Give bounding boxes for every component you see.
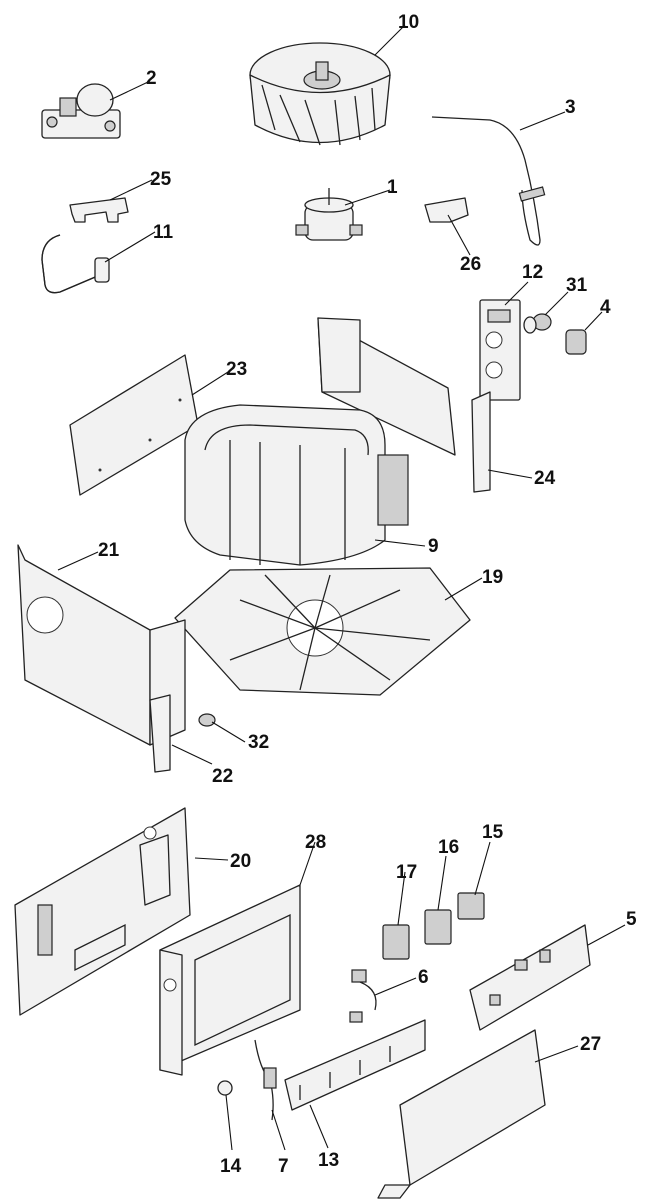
- leg-bracket-part-22: [149, 694, 171, 773]
- part-number-label: 11: [153, 222, 174, 243]
- part-number-label: 9: [428, 536, 439, 557]
- part-number-label: 27: [580, 1034, 601, 1055]
- terminal-strip-part-13: [284, 1019, 426, 1111]
- part-number-label: 6: [418, 967, 429, 988]
- side-panel-part-23: [69, 354, 199, 496]
- electrical-box-part: [479, 299, 521, 401]
- sensor-cable-part: [431, 116, 546, 246]
- part-number-label: 26: [460, 254, 481, 275]
- leader-lines: [57, 24, 626, 1151]
- part-number-label: 28: [305, 832, 326, 853]
- heat-exchanger-part: [184, 404, 409, 566]
- part-number-label: 25: [150, 169, 172, 190]
- fan-motor-part: [295, 188, 363, 241]
- wiring-harness-part-6: [349, 969, 377, 1023]
- relay-part-16: [424, 909, 452, 945]
- part-number-label: 15: [482, 822, 504, 843]
- part-number-label: 24: [534, 468, 556, 489]
- part-number-label: 19: [482, 567, 503, 588]
- clip-part-26: [424, 197, 469, 223]
- left-side-panel-part: [17, 544, 186, 746]
- fan-wheel-part: [249, 42, 391, 146]
- drain-pipe-part: [41, 234, 110, 294]
- part-number-label: 7: [278, 1156, 289, 1177]
- part-number-label: 12: [522, 262, 543, 283]
- circuit-board-part-5: [469, 924, 591, 1031]
- part-number-labels: 10 2 3 25 1 11 26 12 31 4 23 24 9 21 19 …: [98, 12, 637, 1177]
- relay-part-15: [457, 892, 485, 920]
- part-number-label: 2: [146, 68, 157, 89]
- bracket-part-25: [69, 197, 129, 223]
- part-number-label: 21: [98, 540, 120, 561]
- part-number-label: 16: [438, 837, 459, 858]
- part-number-label: 23: [226, 359, 247, 380]
- grommet-part-32: [198, 713, 216, 727]
- relay-part-17: [382, 924, 410, 960]
- terminal-part-31: [523, 313, 552, 334]
- part-number-label: 3: [565, 97, 576, 118]
- cable-part-7: [254, 1039, 277, 1121]
- part-number-label: 20: [230, 851, 251, 872]
- part-number-label: 32: [248, 732, 269, 753]
- cover-plate-part-27: [377, 1029, 546, 1199]
- part-number-label: 5: [626, 909, 637, 930]
- part-number-label: 17: [396, 862, 417, 883]
- back-panel-part: [317, 317, 456, 456]
- drain-pan-part: [174, 567, 471, 696]
- part-number-label: 13: [318, 1150, 339, 1171]
- cap-part-4: [565, 329, 587, 355]
- fitting-part-14: [217, 1080, 233, 1096]
- bracket-plate-part-24: [471, 391, 491, 493]
- part-number-label: 4: [600, 297, 611, 318]
- part-number-label: 22: [212, 766, 233, 787]
- pump-assembly-part: [41, 83, 121, 139]
- control-panel-part-20: [14, 807, 191, 1016]
- part-number-label: 31: [566, 275, 588, 296]
- part-number-label: 10: [398, 12, 419, 33]
- part-number-label: 14: [220, 1156, 242, 1177]
- part-number-label: 1: [387, 177, 398, 198]
- control-box-part-28: [159, 884, 301, 1076]
